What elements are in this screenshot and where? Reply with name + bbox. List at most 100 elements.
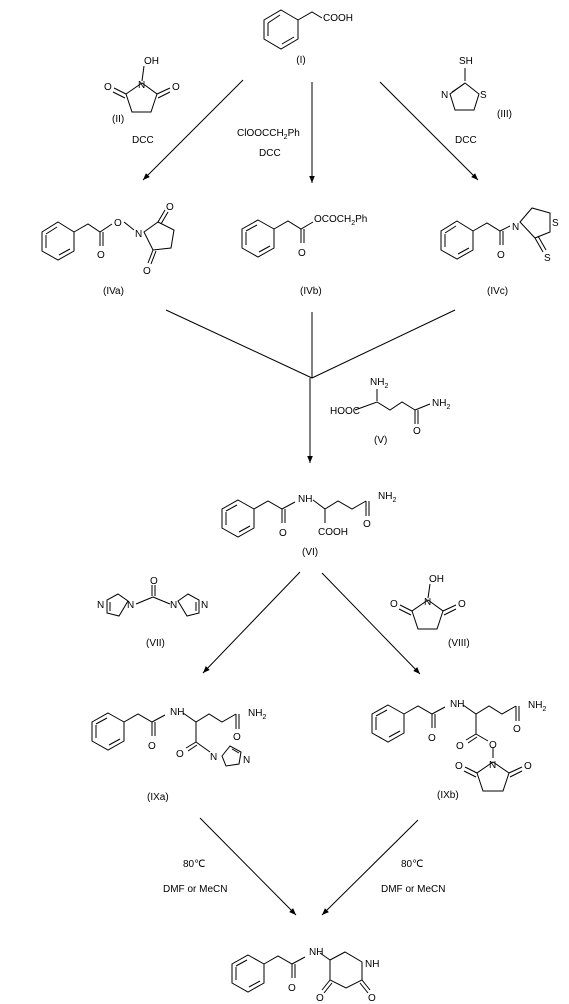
reaction-arrow [379,81,479,181]
oxygen-atom: O [150,576,158,587]
compound-label-I: (I) [296,55,305,66]
compound-IXa: O NH O NH2 O N N (IXa) [91,707,266,803]
reaction-arrow [142,79,244,181]
nitrogen-atom: N [424,597,431,608]
reaction-arrow [199,817,297,916]
compound-label-IXb: (IXb) [437,790,459,801]
oxygen-atom: O [288,983,296,994]
hydroxyl-group: OH [144,56,159,67]
oxygen-atom: O [456,741,464,752]
nitrogen-atom: N [512,222,519,233]
nitrogen-atom: N [441,90,448,101]
oxygen-atom: O [176,749,184,760]
oxygen-atom: O [368,993,376,1004]
reaction-solvent: DMF or MeCN [381,884,445,895]
oxygen-atom: O [363,519,371,530]
compound-X: O NH NH O O [231,947,379,1004]
compound-IXb: O NH O NH2 O O N O O (IXb) [371,699,546,801]
thiol-group: SH [459,56,473,67]
sulfur-atom: S [480,90,487,101]
compound-VIII: OH N O O (VIII) [390,574,470,649]
compound-VI: O NH COOH O NH2 (VI) [221,491,396,558]
nitrogen-atom: N [135,229,142,240]
amide-nh-group: NH [170,707,184,718]
oxygen-atom: O [489,740,497,751]
nitrogen-atom: N [97,600,104,611]
reaction-arrow [202,571,301,674]
oxygen-atom: O [148,741,156,752]
ring-nh-group: NH [365,959,379,970]
oxygen-atom: O [458,599,466,610]
sulfur-atom: S [544,253,551,264]
reagent-benzyl-chloroformate: ClOOCCH2Ph [237,128,300,141]
benzyloxycarbonyl-group: OCOCH2Ph [314,214,367,227]
compound-III: SH N S (III) [441,56,512,120]
compound-label-VII: (VII) [146,638,165,649]
convergence-line [165,309,313,379]
nitrogen-atom: N [201,600,208,611]
compound-VII: O N N N N (VII) [97,576,208,649]
hydroxyl-group: OH [429,574,444,585]
amide-group: NH2 [528,700,546,713]
oxygen-atom: O [513,724,521,735]
reagent-dcc: DCC [455,135,477,146]
compound-V: NH2 HOOC O NH2 (V) [330,377,450,446]
reaction-temperature: 80℃ [401,859,423,870]
oxygen-atom: O [233,732,241,743]
compound-II: OH N O O (II) [104,56,180,125]
oxygen-atom: O [143,266,151,277]
oxygen-atom: O [524,761,532,772]
compound-IVb: O OCOCH2Ph (IVb) [241,214,367,297]
nitrogen-atom: N [243,755,250,766]
nitrogen-atom: N [127,600,134,611]
reaction-solvent: DMF or MeCN [163,884,227,895]
oxygen-atom: O [298,248,306,259]
compound-IVa: O O N O O (IVa) [41,202,175,297]
compound-label-IVb: (IVb) [300,286,322,297]
oxygen-atom: O [428,733,436,744]
compound-label-V: (V) [374,435,387,446]
nitrogen-atom: N [170,600,177,611]
compound-label-IVc: (IVc) [487,286,508,297]
compound-label-IXa: (IXa) [147,792,169,803]
reaction-arrow [321,819,419,916]
amide-group: NH2 [248,708,266,721]
reaction-temperature: 80℃ [183,859,205,870]
compound-IVc: O N S S (IVc) [440,207,559,297]
compound-label-III: (III) [497,109,512,120]
carboxyl-group: HOOC [330,406,360,417]
nitrogen-atom: N [138,80,145,91]
nitrogen-atom: N [210,752,217,763]
convergence-line [311,309,456,379]
oxygen-atom: O [413,426,421,437]
compound-label-VIII: (VIII) [448,638,470,649]
amide-nh-group: NH [450,699,464,710]
compound-label-IVa: (IVa) [103,286,124,297]
oxygen-atom: O [279,528,287,539]
amide-nh-group: NH [298,494,312,505]
compound-I: COOH (I) [263,9,353,66]
oxygen-atom: O [497,250,505,261]
oxygen-atom: O [455,761,463,772]
nitrogen-atom: N [489,760,496,771]
reagent-dcc: DCC [259,148,281,159]
sulfur-atom: S [552,218,559,229]
oxygen-atom: O [97,250,105,261]
oxygen-atom: O [114,218,122,229]
oxygen-atom: O [166,202,174,213]
carboxyl-group: COOH [318,527,348,538]
oxygen-atom: O [316,993,324,1004]
compound-label-VI: (VI) [302,547,318,558]
reagent-dcc: DCC [132,135,154,146]
amide-nh-group: NH [309,947,323,958]
oxygen-atom: O [172,82,180,93]
compound-label-II: (II) [112,114,124,125]
carboxyl-group: COOH [323,13,353,24]
amide-group: NH2 [378,491,396,504]
benzene-ring-icon [263,9,299,50]
amide-group: NH2 [432,398,450,411]
reaction-arrow [321,572,421,675]
oxygen-atom: O [104,82,112,93]
amino-group: NH2 [370,377,388,390]
